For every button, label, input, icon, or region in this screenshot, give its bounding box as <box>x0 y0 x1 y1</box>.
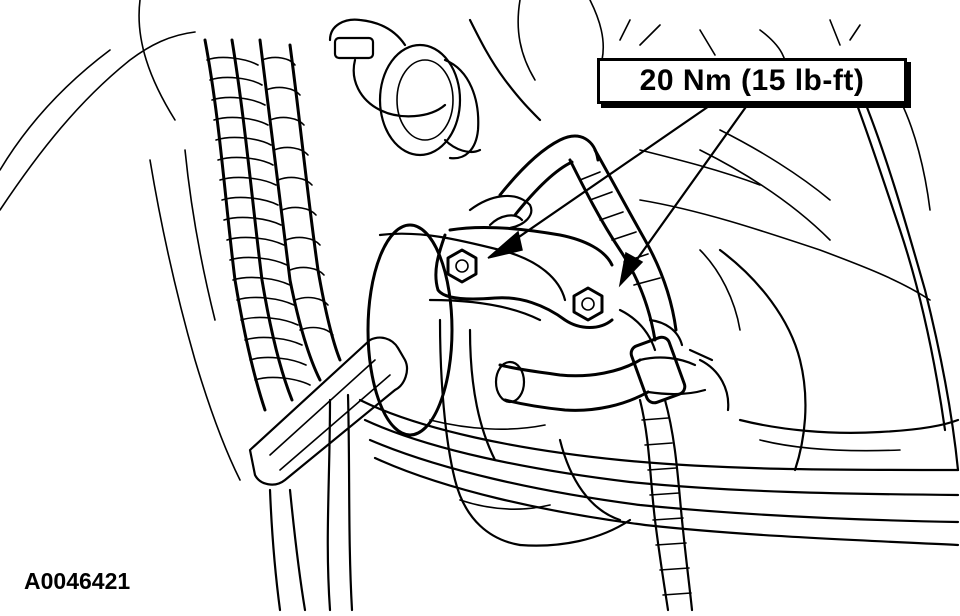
figure-id-label: A0046421 <box>24 568 131 594</box>
power-steering-pump <box>368 225 630 546</box>
bracket-nut-icon <box>572 286 604 322</box>
corrugated-harness-left <box>205 40 340 410</box>
background-linework <box>0 0 958 480</box>
torque-arrow-icon <box>487 104 748 288</box>
return-hose <box>496 310 728 610</box>
bracket-nut-icon <box>446 248 478 284</box>
torque-spec-callout: 20 Nm (15 lb-ft) <box>597 58 907 104</box>
hose-mounting-bracket <box>436 196 612 328</box>
hose-clamp-icon <box>629 320 712 405</box>
right-side-structure <box>640 100 958 470</box>
pressure-hose <box>500 136 676 340</box>
pump-pulley-icon <box>330 20 540 159</box>
tube-bracket <box>250 338 958 610</box>
